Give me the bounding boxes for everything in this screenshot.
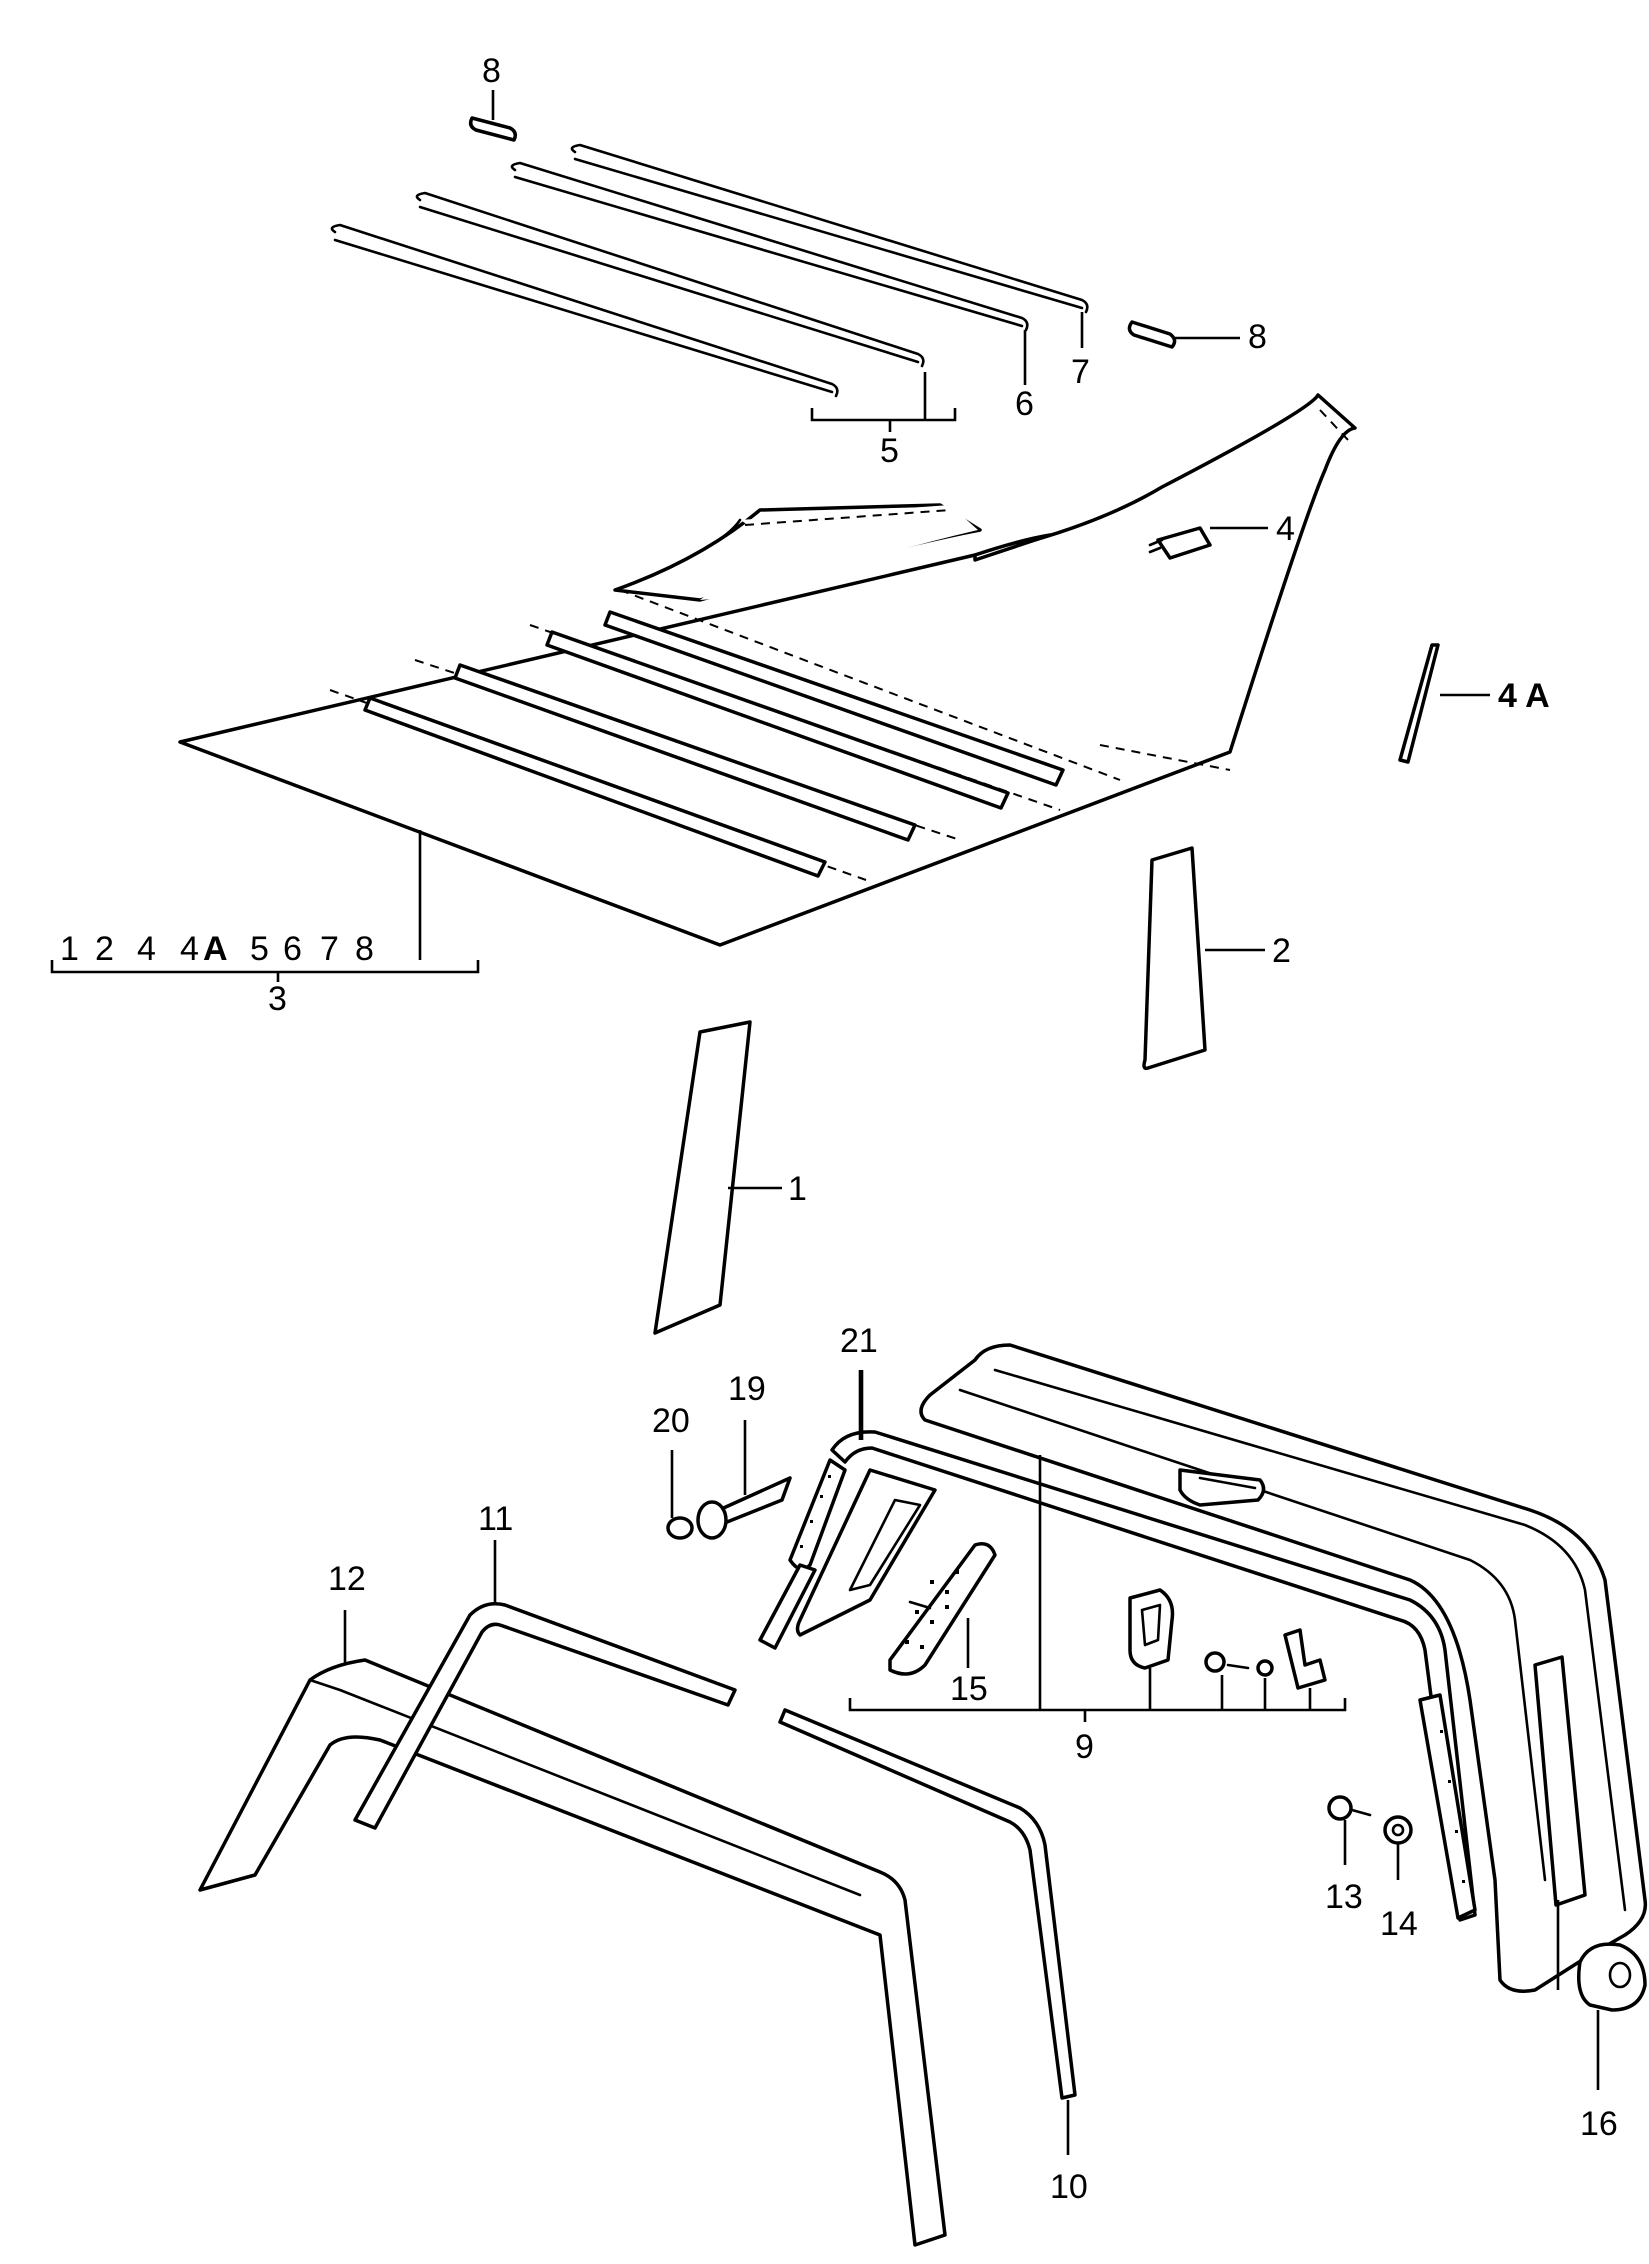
callout-1: 1 [788, 1170, 807, 1208]
seal-10 [778, 1708, 1077, 2155]
window-channel-21 [830, 1370, 1477, 1922]
fastener-13 [1327, 1795, 1372, 1865]
group-member: 7 [320, 930, 339, 968]
bracket-5 [810, 372, 957, 432]
callout-10: 10 [1050, 2168, 1088, 2206]
bracket-9 [848, 1455, 1347, 1722]
callout-19: 19 [728, 1370, 766, 1408]
group-member: 1 [60, 930, 79, 968]
quarter-window [795, 1468, 937, 1637]
callout-8-right: 8 [1248, 318, 1267, 356]
callout-16: 16 [1580, 2105, 1618, 2143]
group-member: 5 [250, 930, 269, 968]
pin-right [1127, 320, 1240, 349]
rod-4a [1398, 643, 1490, 764]
group-member: 8 [355, 930, 374, 968]
callout-21: 21 [840, 1322, 878, 1360]
callout-11: 11 [478, 1500, 513, 1538]
group-member: 2 [95, 930, 114, 968]
pin-top [468, 90, 518, 142]
screw-19 [696, 1420, 792, 1540]
seal-strip-right [1418, 1693, 1477, 1920]
pillar-trim-1 [653, 1020, 782, 1335]
callout-13: 13 [1325, 1878, 1363, 1916]
callout-12: 12 [328, 1560, 366, 1598]
callout-3: 3 [268, 980, 287, 1018]
rubber-bumper-16 [1577, 1942, 1647, 2090]
washer-14 [1383, 1815, 1413, 1880]
callout-8-top: 8 [482, 52, 501, 90]
hardtop-shell [919, 1343, 1648, 1993]
callout-6: 6 [1015, 385, 1034, 423]
callout-5: 5 [880, 432, 899, 470]
callout-4a: 4 A [1498, 677, 1550, 715]
bracket-clip [1283, 1628, 1327, 1710]
seal-11 [353, 1540, 737, 1830]
roof-bow-rods [330, 143, 1089, 398]
callout-14: 14 [1380, 1905, 1418, 1943]
vent-grille-15 [888, 1542, 997, 1676]
group-member: 4 [137, 930, 156, 968]
callout-15: 15 [950, 1670, 988, 1708]
group-3-bracket [50, 960, 480, 982]
pillar-trim-2 [1142, 846, 1265, 1071]
washer-set [1204, 1651, 1274, 1710]
group-member: 6 [283, 930, 302, 968]
headliner [178, 393, 1357, 960]
callout-7: 7 [1071, 353, 1090, 391]
group-member: 4 [180, 930, 199, 968]
callout-20: 20 [652, 1402, 690, 1440]
seal-12 [198, 1610, 947, 2247]
callout-2: 2 [1272, 932, 1291, 970]
group-member: A [203, 930, 228, 968]
washer-20 [666, 1450, 694, 1540]
seal-strip-left [758, 1458, 847, 1650]
callout-9: 9 [1075, 1728, 1094, 1766]
latch [1128, 1588, 1175, 1710]
clip-4 [1148, 526, 1268, 560]
group-3-members: 1 2 4 4 A 5 6 7 8 [60, 930, 374, 968]
callout-4: 4 [1276, 510, 1295, 548]
